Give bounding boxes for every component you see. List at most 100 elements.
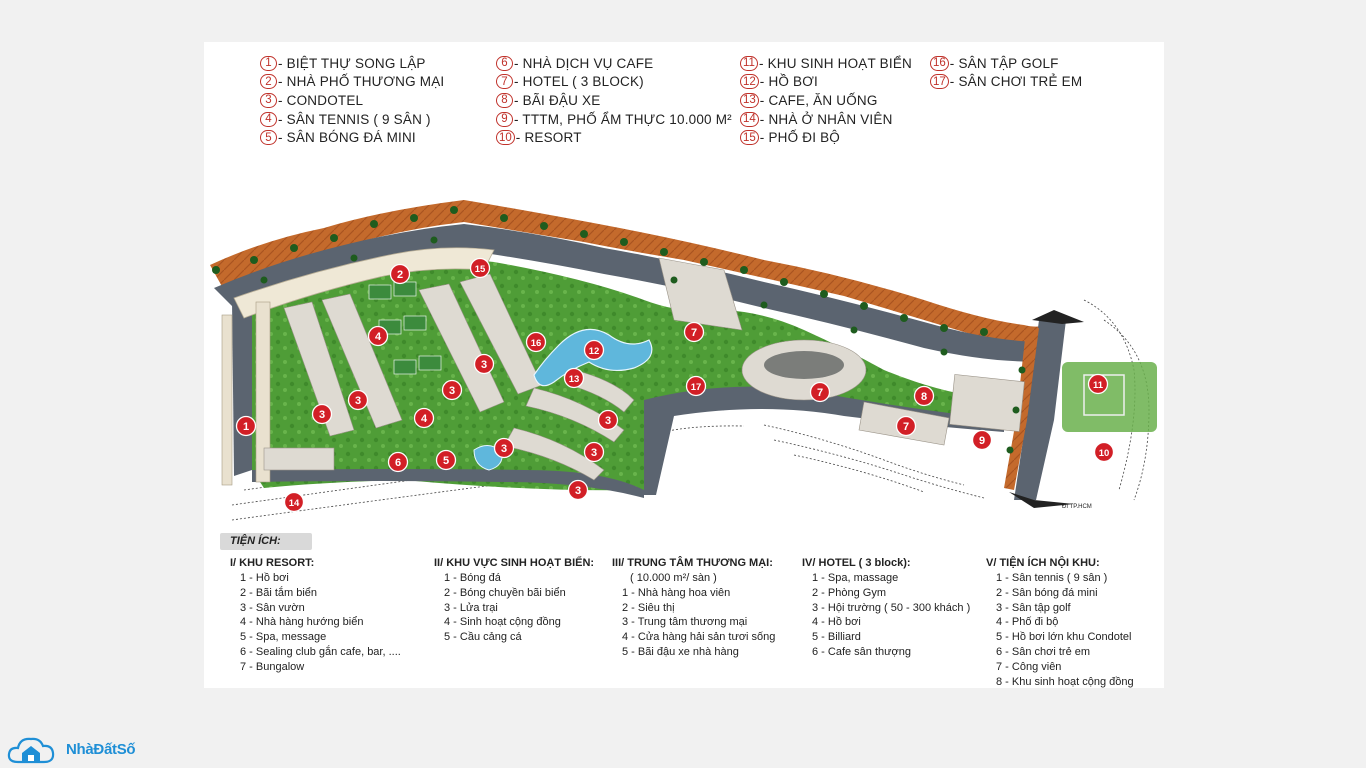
map-marker-label: 16 [531,338,542,349]
map-marker-label: 7 [691,327,697,339]
map-marker-label: 3 [449,385,455,397]
map-marker-label: 8 [921,391,927,403]
map-marker-circle [311,403,333,425]
walkway-strip [210,200,1066,343]
map-marker: 16 [525,331,547,353]
legend-item: 17- SÂN CHƠI TRẺ EM [930,73,1082,92]
resort-area [1062,362,1157,432]
villas-row [221,301,271,486]
map-marker-circle [685,375,707,397]
hotel-courtyard [764,351,844,379]
map-marker: 10 [1093,441,1115,463]
map-marker: 3 [597,409,619,431]
utilities-item: 2 - Bóng chuyền bãi biển [444,586,566,599]
legend-item: 13- CAFE, ĂN UỐNG [740,91,912,110]
legend-label: - CONDOTEL [278,92,364,108]
map-marker-label: 3 [575,485,581,497]
utilities-item: 1 - Nhà hàng hoa viên [622,586,731,599]
legend-label: - RESORT [515,130,582,146]
map-marker: 15 [469,257,491,279]
utilities-item: 3 - Trung tâm thương mại [622,616,748,629]
tennis-courts [368,281,442,375]
legend-number: 4 [260,111,277,127]
brand-logo: NhàĐấtSố [6,732,136,766]
map-marker-label: 12 [589,346,600,357]
legend-label: - HOTEL ( 3 BLOCK) [514,74,644,90]
legend-label: - TTTM, PHỐ ẨM THỰC 10.000 M² [514,111,732,127]
map-marker: 6 [387,451,409,473]
legend-item: 14- NHÀ Ở NHÂN VIÊN [740,110,912,129]
legend-number: 17 [930,74,949,90]
map-marker-circle [567,479,589,501]
map-marker-circle [389,263,411,285]
east-road [1014,320,1066,500]
map-marker: 4 [367,325,389,347]
utilities-column: III/ TRUNG TÂM THƯƠNG MẠI:( 10.000 m²/ s… [612,557,775,661]
legend-column-4: 16- SÂN TẬP GOLF 17- SÂN CHƠI TRẺ EM [930,54,1082,91]
brand-name: NhàĐấtSố [66,740,136,758]
map-marker-circle [283,491,305,513]
map-marker: 3 [493,437,515,459]
legend-item: 8- BÃI ĐẬU XE [496,91,732,110]
legend-item: 15- PHỐ ĐI BỘ [740,128,912,147]
map-marker-circle [895,415,917,437]
direction-label: ĐI TP.HCM [1062,504,1092,510]
house-cloud-icon [7,737,55,764]
legend-column-3: 11- KHU SINH HOẠT BIỂN 12- HỒ BƠI 13- CA… [740,54,912,147]
map-marker-label: 17 [691,382,702,393]
legend-item: 4- SÂN TENNIS ( 9 SÂN ) [260,110,444,129]
legend-number: 1 [260,55,277,71]
utilities-item: 1 - Spa, massage [812,572,899,584]
map-marker-label: 3 [481,359,487,371]
map-marker-label: 4 [421,413,428,425]
legend-item: 11- KHU SINH HOẠT BIỂN [740,54,912,73]
legend-number: 13 [740,92,759,108]
legend-number: 2 [260,74,277,90]
legend-number: 7 [496,74,513,90]
map-marker: 11 [1087,373,1109,395]
legend-item: 1- BIỆT THỰ SONG LẬP [260,54,444,73]
map-marker-label: 3 [591,447,597,459]
west-road [232,292,252,476]
map-marker-circle [563,367,585,389]
legend-number: 16 [930,55,949,71]
legend-number: 12 [740,74,759,90]
legend-label: - BIỆT THỰ SONG LẬP [278,55,426,71]
map-marker-label: 15 [475,264,486,275]
map-marker: 7 [895,415,917,437]
map-marker: 7 [809,381,831,403]
utilities-item: 4 - Sinh hoạt cộng đồng [444,616,561,629]
legend-label: - SÂN CHƠI TRẺ EM [949,74,1083,90]
legend-number: 3 [260,92,277,108]
map-marker: 1 [235,415,257,437]
utilities-item: 5 - Spa, message [240,631,327,644]
legend-column-1: 1- BIỆT THỰ SONG LẬP 2- NHÀ PHỐ THƯƠNG M… [260,54,444,147]
map-marker-label: 4 [375,331,382,343]
legend-number: 9 [496,111,513,127]
utilities-heading: IV/ HOTEL ( 3 block): [802,557,911,569]
map-marker: 2 [389,263,411,285]
utilities-item: 4 - Hồ bơi [812,616,861,629]
utilities-title-box: TIỆN ÍCH: [220,533,312,550]
staff-housing [263,447,335,471]
utilities-heading: II/ KHU VỰC SINH HOẠT BIỂN: [434,557,595,569]
legend-item: 16- SÂN TẬP GOLF [930,54,1082,73]
map-marker-circle [469,257,491,279]
utilities-item: 7 - Bungalow [240,660,305,673]
internal-road [252,469,644,498]
legend-item: 3- CONDOTEL [260,91,444,110]
map-marker-label: 3 [319,409,325,421]
master-plan-sheet: 1- BIỆT THỰ SONG LẬP 2- NHÀ PHỐ THƯƠNG M… [204,42,1164,688]
map-marker: 12 [583,339,605,361]
legend-item: 12- HỒ BƠI [740,73,912,92]
utilities-item: 4 - Cửa hàng hải sản tươi sống [622,631,776,644]
map-marker-circle [473,353,495,375]
utilities-column: V/ TIỆN ÍCH NỘI KHU:1 - Sân tennis ( 9 s… [986,557,1134,688]
map-marker: 4 [413,407,435,429]
utilities-item: 2 - Phòng Gym [812,586,886,599]
map-marker-label: 7 [903,421,909,433]
legend-item: 5- SÂN BÓNG ĐÁ MINI [260,128,444,147]
main-road [214,224,1059,362]
